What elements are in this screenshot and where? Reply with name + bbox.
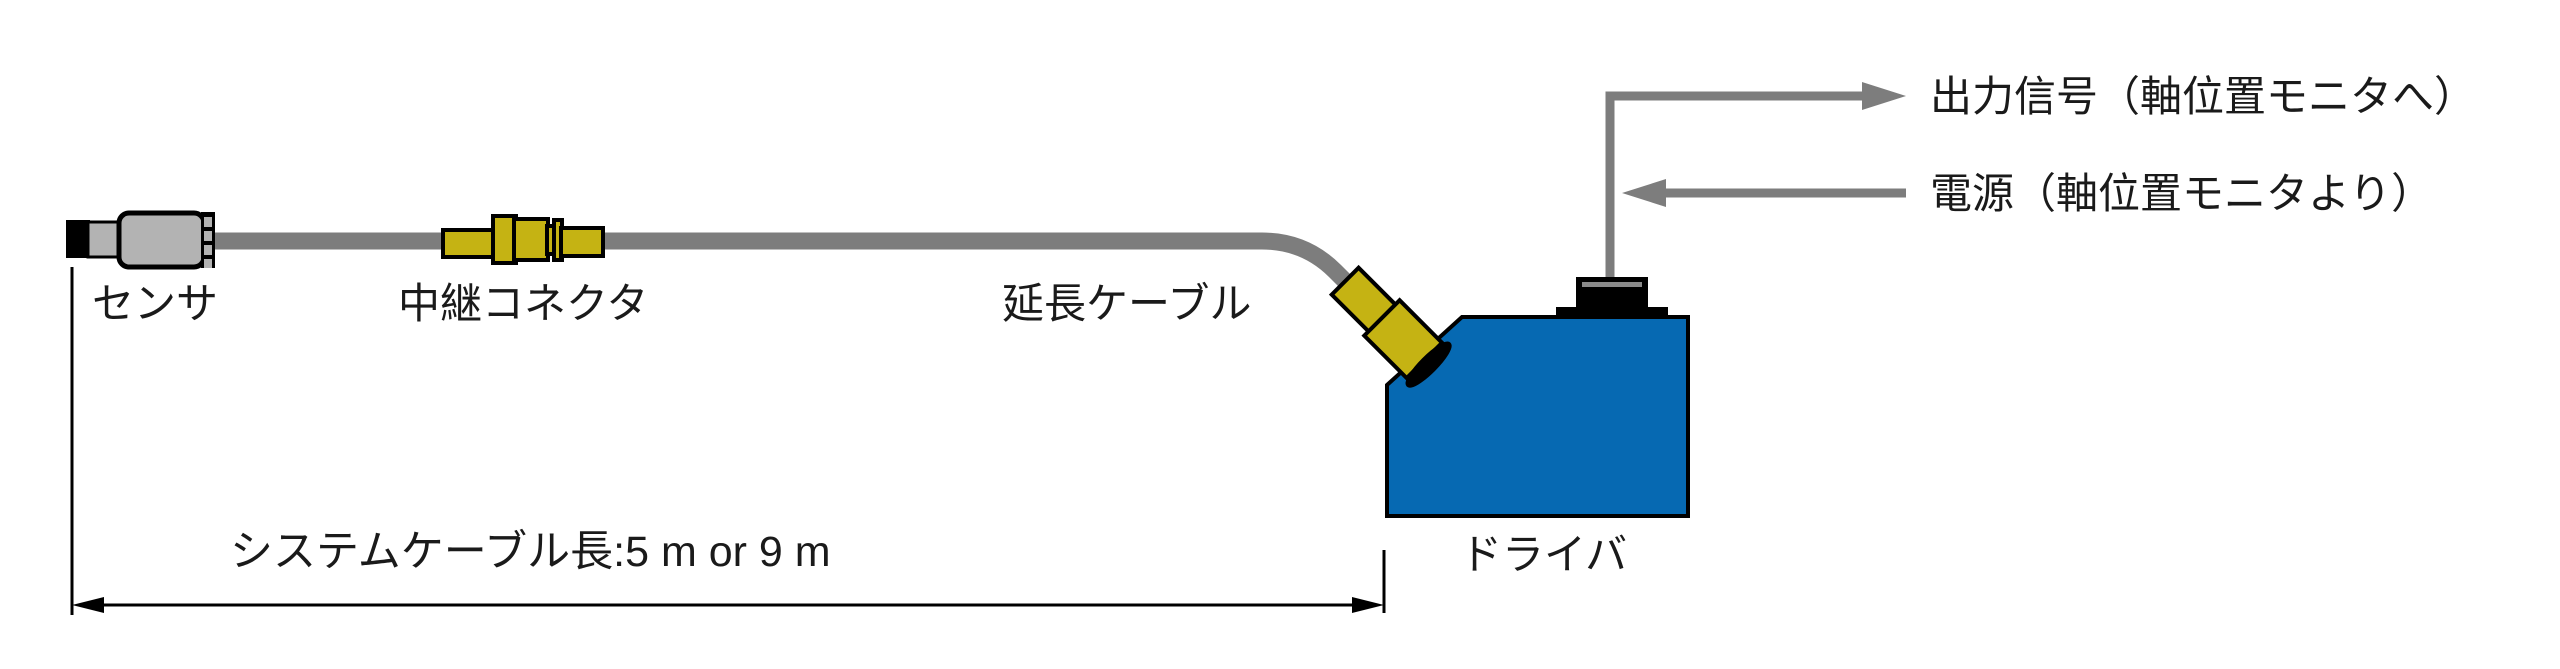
dimension-arrowhead-left: [72, 597, 104, 613]
cable-length-label: システムケーブル長:5 m or 9 m: [230, 528, 831, 576]
sensor-body: [116, 210, 207, 270]
relay-connector-label: 中継コネクタ: [398, 280, 648, 327]
driver-connector-base: [1405, 341, 1452, 388]
driver-top-connector: [1556, 277, 1668, 318]
sensor-tip: [66, 220, 90, 258]
output-signal-arrowhead: [1862, 82, 1906, 110]
sensor-collar-slot: [204, 217, 212, 227]
driver-top-connector-block: [1576, 277, 1648, 310]
sensor-graphic: [66, 210, 215, 270]
driver-top-connector-highlight: [1582, 282, 1642, 287]
sensor-collar-slot: [204, 259, 212, 268]
dimension-arrowhead-right: [1352, 597, 1384, 613]
sensor-neck: [86, 220, 121, 259]
driver-label: ドライバ: [1460, 531, 1627, 578]
relay-connector-graphic: [441, 214, 605, 265]
sensor-label: センサ: [92, 280, 218, 327]
output-signal-cable: [1605, 91, 1864, 280]
relay-connector-body: [512, 217, 550, 262]
driver-cable-connector: [1328, 264, 1452, 388]
sensor-collar-slot: [204, 231, 212, 241]
output-signal-label: 出力信号（軸位置モニタへ）: [1930, 73, 2476, 120]
driver-box: [1385, 315, 1690, 518]
relay-connector-left-barrel: [441, 228, 497, 259]
extension-cable-label: 延長ケーブル: [1002, 280, 1251, 327]
relay-connector-right-barrel: [559, 226, 605, 258]
power-arrowhead: [1622, 179, 1666, 207]
dimension-lines: [70, 267, 1386, 615]
power-label: 電源（軸位置モニタより）: [1930, 170, 2433, 217]
system-cable: [213, 232, 1381, 317]
sensor-collar-slot: [204, 245, 212, 255]
driver-top-connector-flange: [1556, 307, 1668, 318]
